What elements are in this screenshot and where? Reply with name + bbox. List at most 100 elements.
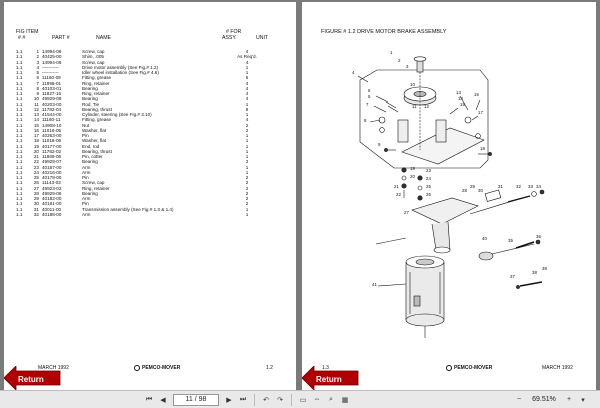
- fit-page-icon[interactable]: ▭: [299, 396, 307, 404]
- name-cell: Shim, .005: [82, 54, 104, 60]
- page-number-input[interactable]: 11 / 98: [173, 393, 219, 406]
- logo-mark-icon: [446, 365, 452, 371]
- fig-cell: 1.1: [16, 127, 23, 133]
- part-number-cell: 40181-00: [42, 201, 62, 207]
- callout-29: 29: [470, 184, 475, 189]
- name-cell: Pin: [82, 201, 89, 207]
- part-number-cell: 11782-02: [42, 148, 62, 154]
- zoom-tool-icon[interactable]: ⌕: [329, 395, 333, 403]
- caliper-left: [397, 119, 409, 143]
- fig-cell: 1.1: [16, 122, 23, 128]
- item-cell: 19: [33, 143, 39, 149]
- return-button-right[interactable]: Return: [301, 365, 360, 390]
- name-cell: Rod, Tie: [82, 101, 100, 107]
- callout-31: 31: [498, 184, 503, 189]
- fig-cell: 1.1: [16, 196, 23, 201]
- callout-26: 26: [426, 192, 431, 197]
- name-cell: Fitting, grease: [82, 75, 112, 81]
- qty-cell: 2: [245, 175, 249, 180]
- prev-page-icon[interactable]: ◀: [160, 396, 166, 404]
- next-page-icon[interactable]: ▶: [226, 396, 232, 404]
- return-label: Return: [18, 375, 44, 384]
- qty-cell: 1: [245, 206, 249, 212]
- callout-36: 36: [536, 234, 541, 239]
- callout-22: 22: [396, 192, 401, 197]
- name-cell: Screw, cap: [82, 180, 105, 186]
- qty-cell: 2: [245, 122, 249, 128]
- qty-cell: 2: [245, 180, 249, 186]
- name-cell: Screw, cap: [82, 59, 105, 65]
- name-cell: Bearing, thrust: [82, 106, 112, 112]
- fig-cell: 1.1: [16, 64, 23, 70]
- name-cell: Arm: [82, 164, 91, 170]
- name-cell: Ring, retainer: [82, 185, 110, 191]
- fig-cell: 1.1: [16, 201, 23, 207]
- zoom-level[interactable]: 69.51%: [532, 396, 556, 403]
- fit-width-icon[interactable]: ⇔: [313, 396, 321, 403]
- document-viewer[interactable]: FIG ITEM # # PART # NAME # FOR ASSY. UNI…: [0, 0, 600, 390]
- fig-cell: 1.1: [16, 159, 23, 165]
- item-cell: 25: [33, 175, 39, 180]
- figure-title: FIGURE # 1.2 DRIVE MOTOR BRAKE ASSEMBLY: [321, 29, 447, 35]
- callout-34: 34: [536, 184, 541, 189]
- item-cell: 21: [33, 154, 39, 159]
- zoom-menu-icon[interactable]: ▾: [581, 396, 585, 404]
- last-page-icon[interactable]: ⏭: [239, 395, 247, 403]
- mount-plate: [401, 127, 485, 165]
- fig-cell: 1.1: [16, 91, 23, 96]
- part-number-cell: 40263-00: [42, 133, 62, 138]
- part-number-cell: 40425-00: [42, 54, 62, 60]
- callout-28: 28: [462, 188, 467, 193]
- back-icon[interactable]: ↶: [263, 396, 269, 404]
- logo-text: PEMCO-MOVER: [142, 365, 181, 371]
- fig-cell: 1.1: [16, 133, 23, 138]
- forward-icon[interactable]: ↷: [277, 396, 283, 404]
- qty-cell: 4: [245, 117, 249, 123]
- callout-7: 7: [366, 102, 369, 107]
- header-for-assy: # FOR: [226, 29, 242, 35]
- item-cell: 6: [36, 75, 39, 81]
- qty-cell: 1: [245, 143, 249, 149]
- fig-cell: 1.1: [16, 190, 23, 196]
- zoom-in-icon[interactable]: +: [566, 396, 572, 403]
- callout-10: 10: [410, 82, 415, 87]
- callout-14: 14: [458, 96, 463, 101]
- zoom-out-icon[interactable]: −: [516, 396, 522, 403]
- header-part-num: PART #: [52, 35, 70, 41]
- part-number-cell: 11869-06: [42, 154, 62, 159]
- callout-1: 1: [390, 50, 393, 55]
- qty-cell: 4: [245, 85, 249, 91]
- part-number-cell: 40182-00: [42, 196, 62, 201]
- part-number-cell: 11898-01: [42, 80, 62, 86]
- part-number-cell: 49929-07: [42, 159, 62, 165]
- callout-23: 23: [426, 168, 431, 173]
- item-cell: 26: [33, 180, 39, 186]
- steering-arm: [411, 197, 479, 225]
- item-cell: 31: [33, 206, 39, 212]
- return-button-left[interactable]: Return: [3, 365, 62, 390]
- qty-cell: 2: [245, 185, 249, 191]
- item-cell: 27: [33, 185, 39, 191]
- select-tool-icon[interactable]: ▦: [341, 396, 349, 404]
- part-number-cell: 40216-00: [42, 169, 62, 175]
- fig-cell: 1.1: [16, 59, 23, 65]
- name-cell: Pin: [82, 133, 89, 138]
- qty-cell: 1: [245, 133, 249, 138]
- first-page-icon[interactable]: ⏮: [145, 395, 153, 403]
- part-number-cell: 40177-00: [42, 143, 62, 149]
- name-cell: Fitting, grease: [82, 117, 112, 123]
- part-number-cell: 49929-06: [42, 190, 62, 196]
- header-name: NAME: [96, 35, 111, 41]
- item-cell: 9: [36, 91, 39, 96]
- qty-cell: 4: [245, 49, 249, 54]
- qty-cell: 4: [245, 91, 249, 96]
